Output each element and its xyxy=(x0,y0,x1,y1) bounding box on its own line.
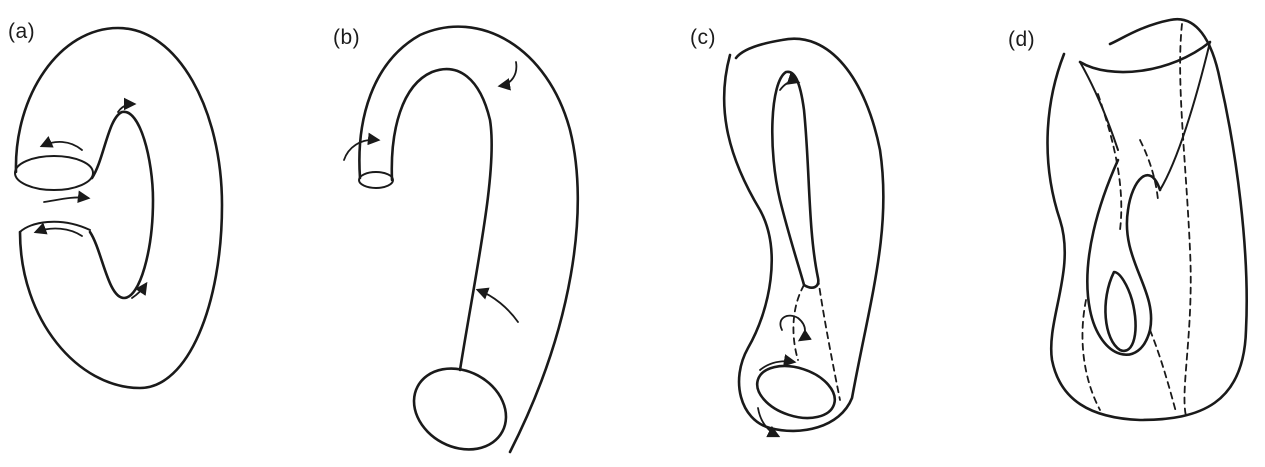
panel-a-label: (a) xyxy=(8,20,35,44)
panel-a-diagram xyxy=(15,28,222,388)
panel-d-hidden-edge-1 xyxy=(1180,24,1191,416)
panel-c-outer-contour xyxy=(724,39,883,431)
panel-a-outer-contour xyxy=(16,28,222,388)
panel-d-outer-contour xyxy=(1048,19,1247,420)
panel-c-label: (c) xyxy=(690,26,716,50)
panel-b-diagram xyxy=(344,27,578,462)
panel-b-small-opening xyxy=(359,172,393,188)
panel-a-arrow-2 xyxy=(44,197,88,202)
panel-d-neck-rim xyxy=(1080,42,1210,72)
panel-c-arrow-3 xyxy=(758,408,778,436)
panel-a-upper-opening xyxy=(15,156,93,190)
panel-d-hidden-edge-3 xyxy=(1150,330,1176,412)
panel-d-diagram xyxy=(1048,19,1247,420)
panel-b-outer-contour xyxy=(359,27,577,452)
panel-c-diagram xyxy=(724,39,883,436)
panel-c-hidden-edge-2 xyxy=(818,278,840,400)
panel-a-arrow-1 xyxy=(42,142,82,150)
panel-b-inner-contour xyxy=(392,69,492,370)
panel-d-hidden-edge-5 xyxy=(1140,140,1158,200)
panel-b-arrow-3 xyxy=(478,290,518,322)
panel-b-label: (b) xyxy=(333,26,360,50)
panel-b-large-opening xyxy=(400,353,520,462)
panel-c-arrow-1 xyxy=(780,81,798,90)
panel-c-inner-loop xyxy=(772,72,818,288)
panel-d-inner-tube-hole xyxy=(1105,272,1135,351)
panel-b-arrow-1 xyxy=(344,140,378,160)
panel-d-label: (d) xyxy=(1008,28,1035,52)
panel-d-inner-tube-outer xyxy=(1087,160,1160,355)
panel-a-arrow-3 xyxy=(36,229,82,236)
panel-a-inner-contour xyxy=(90,112,153,298)
panel-d-neck-left xyxy=(1080,62,1118,150)
panel-b-arrow-2 xyxy=(500,62,516,86)
panel-a-lower-end-edge xyxy=(20,222,90,232)
